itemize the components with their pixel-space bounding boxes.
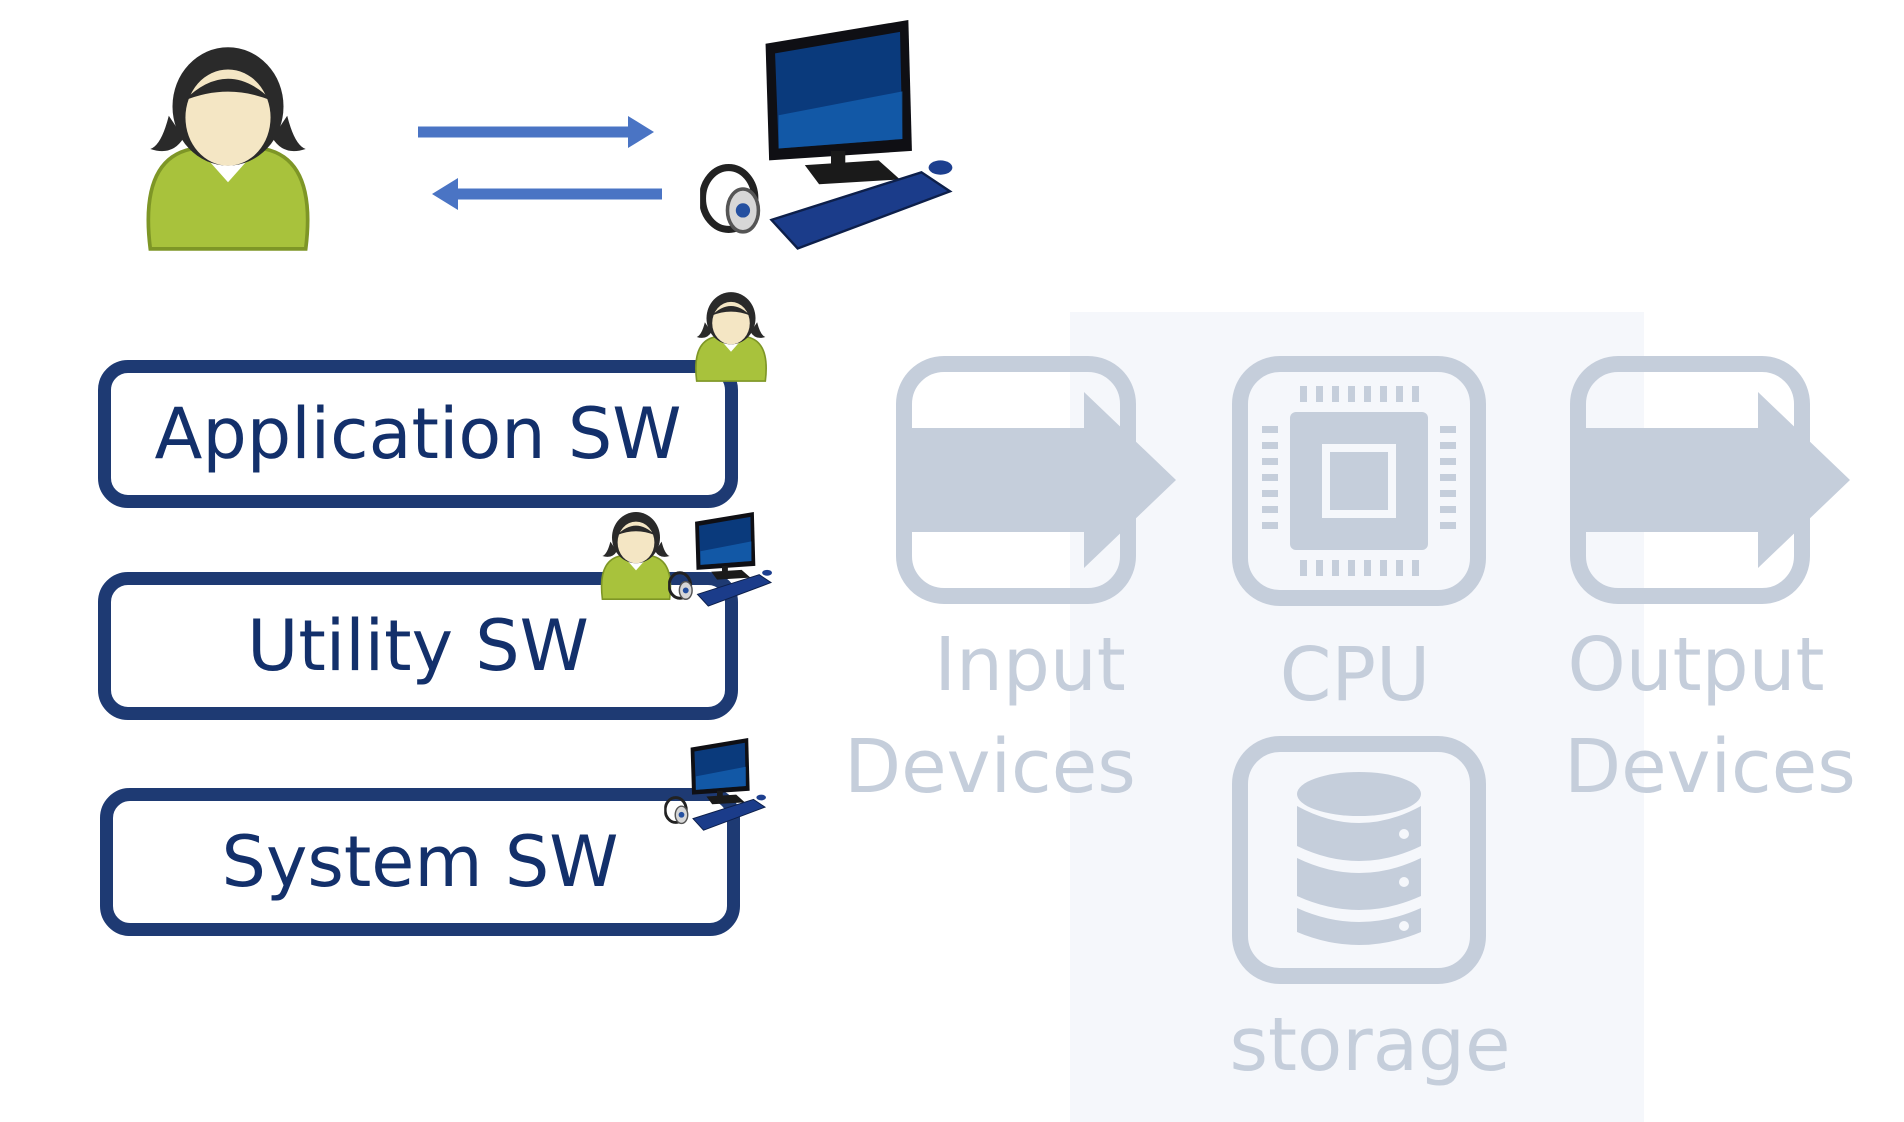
- input-label-line2: Devices: [844, 724, 1136, 810]
- system-computer-icon: [664, 738, 770, 834]
- database-icon: [1232, 736, 1486, 984]
- input-devices-label: Input Devices: [840, 614, 1140, 818]
- arrow-to-computer-head: [628, 116, 654, 148]
- utility-sw-label: Utility SW: [247, 605, 589, 687]
- application-sw-label: Application SW: [154, 393, 682, 475]
- output-label-line2: Devices: [1564, 724, 1856, 810]
- application-user-icon: [690, 288, 772, 386]
- arrow-to-user-head: [432, 178, 458, 210]
- user-icon: [135, 38, 321, 260]
- input-label-line1: Input: [934, 622, 1126, 708]
- storage-label: storage: [1229, 1002, 1511, 1088]
- output-label-line1: Output: [1567, 622, 1825, 708]
- system-sw-label: System SW: [221, 821, 619, 903]
- utility-computer-icon: [668, 512, 776, 610]
- cpu-chip-icon: [1232, 356, 1486, 606]
- input-arrow-icon: [896, 356, 1176, 604]
- utility-sw-box: Utility SW: [98, 572, 738, 720]
- output-arrow-icon: [1570, 356, 1850, 604]
- computer-icon: [700, 20, 962, 258]
- system-sw-box: System SW: [100, 788, 740, 936]
- utility-user-icon: [596, 508, 676, 604]
- application-sw-box: Application SW: [98, 360, 738, 508]
- bidirectional-arrows: [418, 116, 662, 210]
- cpu-label: CPU: [1279, 632, 1431, 718]
- output-devices-label: Output Devices: [1560, 614, 1860, 818]
